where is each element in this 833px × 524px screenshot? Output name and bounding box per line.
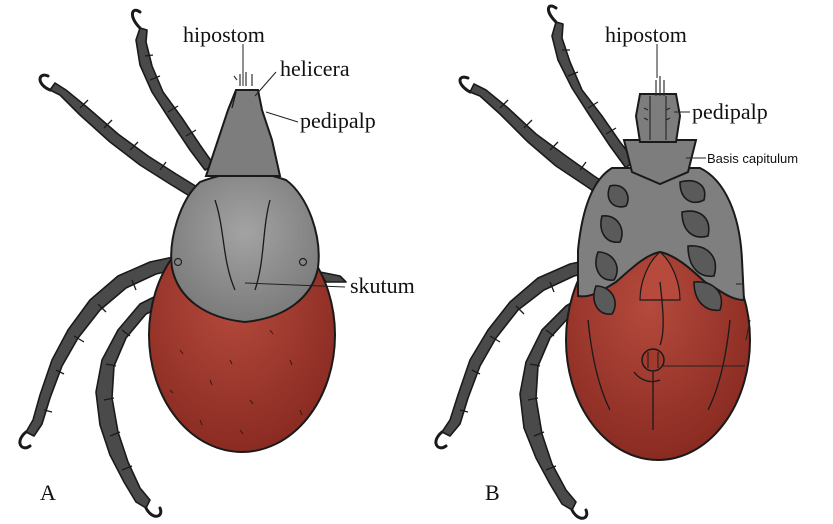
label-a-scutum: skutum bbox=[350, 273, 415, 298]
panel-label-b: B bbox=[485, 480, 500, 505]
tick-a-scutum bbox=[171, 173, 318, 322]
label-a-hypostome: hipostom bbox=[183, 22, 265, 47]
label-b-hypostome: hipostom bbox=[605, 22, 687, 47]
label-b-basis-capitulum: Basis capitulum bbox=[707, 151, 798, 166]
label-b-pedipalp: pedipalp bbox=[692, 99, 768, 124]
label-a-chelicera: helicera bbox=[280, 56, 350, 81]
label-a-pedipalp: pedipalp bbox=[300, 108, 376, 133]
tick-b-pedipalps bbox=[636, 94, 680, 142]
tick-b-anus bbox=[642, 349, 664, 371]
tick-dorsal-view bbox=[20, 10, 346, 516]
panel-label-a: A bbox=[40, 480, 56, 505]
tick-ventral-view bbox=[436, 6, 750, 518]
tick-a-capitulum bbox=[206, 90, 280, 176]
